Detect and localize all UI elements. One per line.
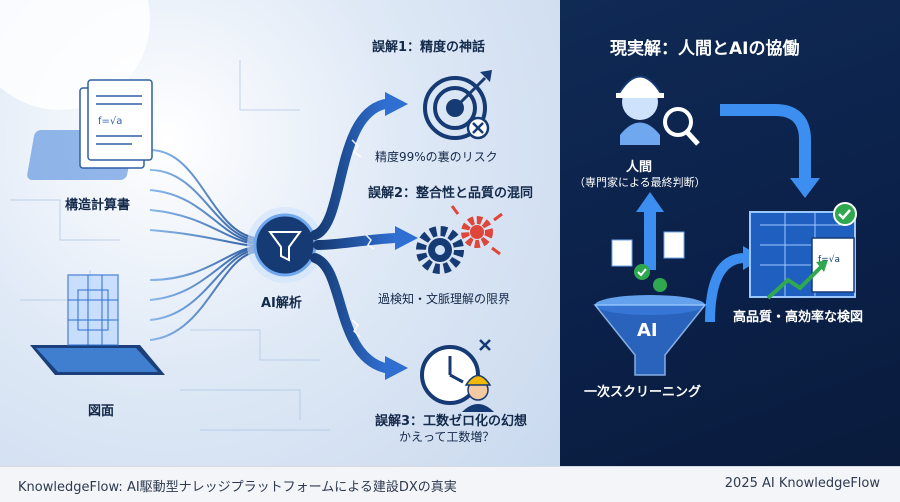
human-sublabel: （専門家による最終判断） bbox=[574, 176, 706, 189]
result-label: 高品質・高効率な検図 bbox=[733, 310, 864, 325]
arrow-heads bbox=[385, 92, 418, 380]
blueprint-result-icon: f=√a bbox=[749, 202, 857, 300]
gears-icon bbox=[416, 205, 503, 274]
misconception-1-title: 誤解1：精度の神話 bbox=[372, 40, 486, 55]
left-graphics: f=√a bbox=[0, 0, 503, 431]
calc-doc-label: 構造計算書 bbox=[65, 198, 131, 213]
footer-left-text: KnowledgeFlow: AI駆動型ナレッジプラットフォームによる建設DXの… bbox=[18, 480, 457, 495]
branch-arrows bbox=[310, 99, 400, 373]
hub-label: AI解析 bbox=[261, 296, 302, 311]
misconception-2-title: 誤解2：整合性と品質の混同 bbox=[368, 186, 534, 201]
left-panel: f=√a bbox=[0, 0, 560, 466]
clock-worker-icon bbox=[420, 339, 494, 412]
drawing-tablet-icon bbox=[30, 274, 165, 375]
screening-documents-icon bbox=[611, 231, 685, 292]
ai-funnel-icon bbox=[593, 295, 707, 376]
drawing-label: 図面 bbox=[88, 404, 115, 419]
misconception-3-caption: かえって工数増？ bbox=[399, 430, 495, 444]
funnel-ai-text: AI bbox=[637, 320, 658, 341]
footer-right-text: 2025 AI KnowledgeFlow bbox=[724, 476, 880, 491]
right-panel: f=√a 現実解：人間とAIの協働 人間 （専門家による最終判断） AI 一次ス… bbox=[560, 0, 900, 466]
misconception-2-caption: 過検知・文脈理解の限界 bbox=[378, 292, 511, 306]
human-label: 人間 bbox=[626, 160, 653, 175]
footer-bar: KnowledgeFlow: AI駆動型ナレッジプラットフォームによる建設DXの… bbox=[0, 466, 900, 502]
right-graphics: f=√a bbox=[593, 75, 857, 376]
svg-text:f=√a: f=√a bbox=[818, 254, 840, 265]
data-flow-lines bbox=[149, 149, 256, 341]
calculation-document-icon: f=√a bbox=[27, 79, 153, 180]
screening-label: 一次スクリーニング bbox=[584, 385, 702, 400]
right-panel-title: 現実解：人間とAIの協働 bbox=[610, 39, 800, 59]
misconception-3-title: 誤解3：工数ゼロ化の幻想 bbox=[375, 414, 528, 429]
ai-hub-icon bbox=[247, 207, 323, 283]
expert-human-icon bbox=[616, 75, 700, 146]
misconception-1-caption: 精度99%の裏のリスク bbox=[375, 150, 498, 164]
svg-text:f=√a: f=√a bbox=[98, 116, 122, 127]
target-icon bbox=[423, 70, 492, 140]
